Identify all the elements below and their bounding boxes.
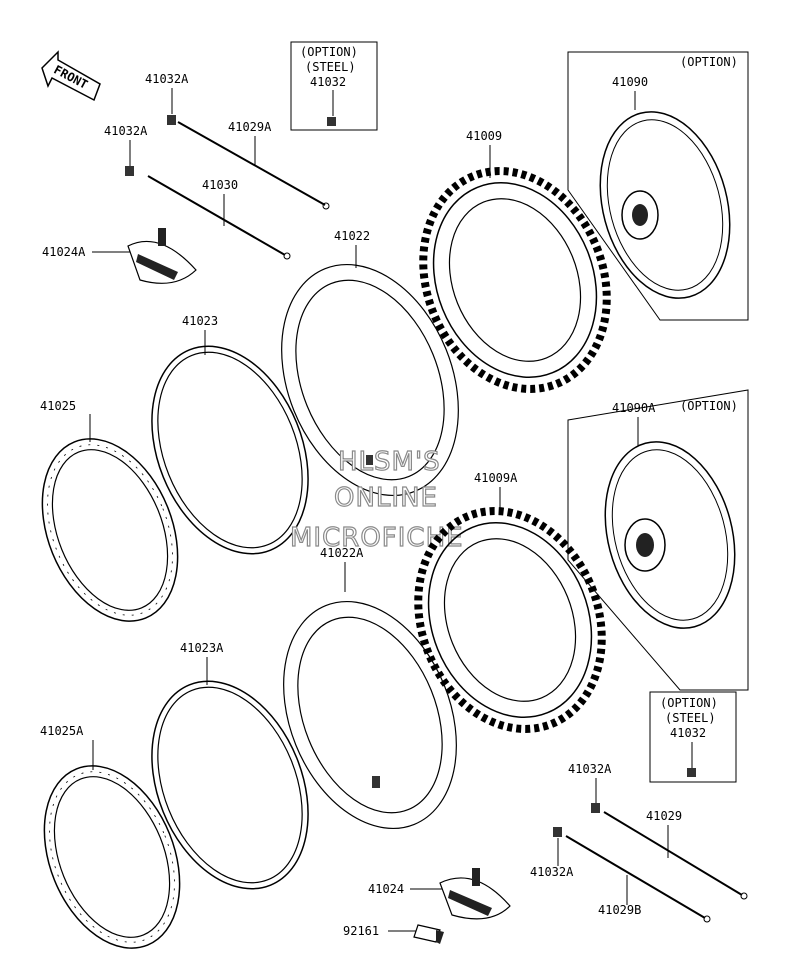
tube-41022: 41022 xyxy=(281,229,459,497)
part-92161: 92161 xyxy=(343,924,444,944)
watermark-line: HLSM'S xyxy=(338,447,441,477)
label-41032A: 41032A xyxy=(145,72,189,86)
spoke-group-top: 41032A 41029A 41032A 41030 xyxy=(104,72,330,260)
label-41090: 41090 xyxy=(612,75,648,89)
label-41022: 41022 xyxy=(334,229,370,243)
option-wheel-41090: (OPTION) 41090 xyxy=(567,51,749,321)
label-41029A: 41029A xyxy=(228,120,272,134)
rim-band-41023A: 41023A xyxy=(151,641,309,890)
option-box-steel-bottom: (OPTION) (STEEL) 41032 xyxy=(649,691,737,783)
nipple-icon xyxy=(167,115,176,125)
part-number: 41032 xyxy=(670,726,706,740)
label-41009: 41009 xyxy=(466,129,502,143)
label-41025A: 41025A xyxy=(40,724,84,738)
label-41032A: 41032A xyxy=(568,762,612,776)
label-41023: 41023 xyxy=(182,314,218,328)
nipple-icon xyxy=(687,768,696,777)
option-box-steel-top: (OPTION) (STEEL) 41032 xyxy=(290,41,378,131)
option-text: (OPTION) xyxy=(680,55,738,69)
label-41025: 41025 xyxy=(40,399,76,413)
part-number: 41032 xyxy=(310,75,346,89)
nipple-icon xyxy=(125,166,134,176)
watermark-line: ONLINE xyxy=(334,483,438,513)
label-41022A: 41022A xyxy=(320,546,364,560)
label-41029B: 41029B xyxy=(598,903,641,917)
tire-41009: 41009 xyxy=(419,129,611,393)
label-41024A: 41024A xyxy=(42,245,86,259)
option-text: (OPTION) xyxy=(660,696,718,710)
label-41024: 41024 xyxy=(368,882,404,896)
label-41032A: 41032A xyxy=(104,124,148,138)
steel-text: (STEEL) xyxy=(665,711,716,725)
label-41090A: 41090A xyxy=(612,401,656,415)
spoke-group-bottom: 41032A 41029 41032A 41029B xyxy=(530,762,748,923)
front-arrow-icon: FRONT xyxy=(41,50,101,102)
label-41029: 41029 xyxy=(646,809,682,823)
steel-text: (STEEL) xyxy=(305,60,356,74)
rim-41025A: 41025A xyxy=(40,724,181,949)
option-text: (OPTION) xyxy=(680,399,738,413)
tube-41022A: 41022A xyxy=(283,546,457,830)
label-41032A: 41032A xyxy=(530,865,574,879)
label-41023A: 41023A xyxy=(180,641,224,655)
option-text: (OPTION) xyxy=(300,45,358,59)
rim-tape-bottom: 41024 xyxy=(368,868,511,920)
nipple-icon xyxy=(327,117,336,126)
label-92161: 92161 xyxy=(343,924,379,938)
nipple-icon xyxy=(553,827,562,837)
nipple-icon xyxy=(591,803,600,813)
rim-band-41023: 41023 xyxy=(151,314,309,555)
option-wheel-41090A: (OPTION) 41090A xyxy=(567,389,749,691)
rim-tape-top: 41024A xyxy=(42,228,197,284)
rim-41025: 41025 xyxy=(40,399,179,622)
label-41030: 41030 xyxy=(202,178,238,192)
tire-41009A: 41009A xyxy=(414,471,606,733)
label-41009A: 41009A xyxy=(474,471,518,485)
